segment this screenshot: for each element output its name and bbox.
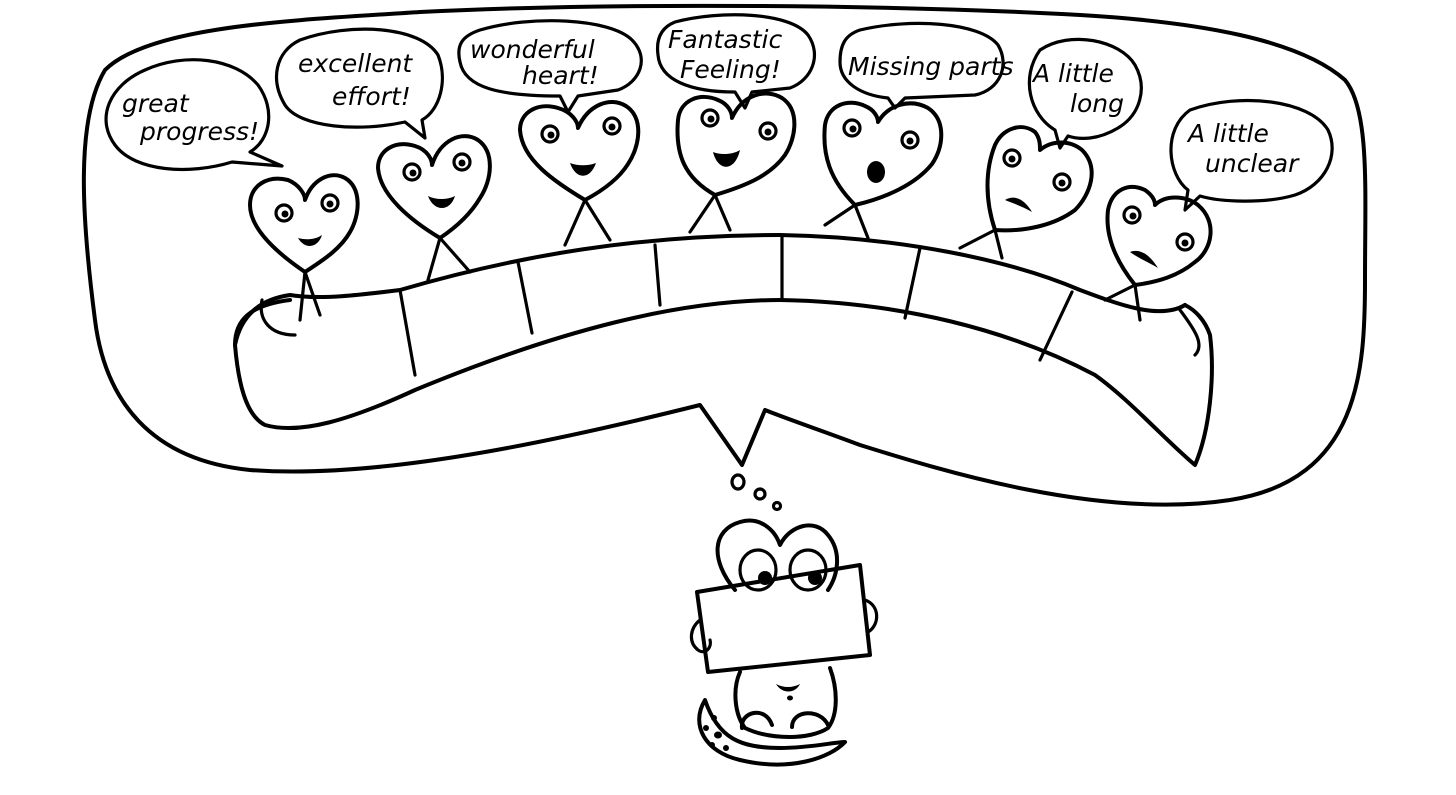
speech-bubble-6: A little long [1027,37,1143,150]
speech-1-line-1: great [122,89,190,118]
speech-6-line-2: long [1070,89,1124,118]
speech-3-line-1: wonderful [470,35,595,64]
speech-4-line-2: Feeling! [680,55,781,84]
speech-4-line-1: Fantastic [668,25,782,54]
heart-character-3 [518,100,641,247]
heart-character-2 [376,134,492,282]
speech-bubble-3: wonderful heart! [457,19,643,114]
speech-2-line-1: excellent [298,49,413,78]
speech-7-line-1: A little [1186,119,1269,148]
heart-character-6 [958,125,1094,260]
thought-cloud-outline [81,3,1368,507]
heart-character-7 [1103,184,1213,322]
tail-spots [703,715,729,751]
speech-bubble-5: Missing parts [838,21,1013,110]
speech-1-line-2: progress! [139,117,259,146]
speech-bubble-2: excellent effort! [275,27,444,140]
heart-character-1 [248,173,360,322]
paper-sheet [695,563,872,674]
speech-bubble-7: A little unclear [1169,98,1334,212]
speech-2-line-2: effort! [332,82,411,111]
heart-character-5 [822,100,944,240]
speech-7-line-2: unclear [1205,149,1300,178]
speech-6-line-1: A little [1031,59,1114,88]
heart-character-4 [675,91,797,234]
speech-5-line-1: Missing parts [848,52,1013,81]
heart-reader-icon [689,518,879,767]
thought-dots-icon [730,473,783,512]
speech-bubble-4: Fantastic Feeling! [655,13,817,110]
speech-3-line-2: heart! [522,61,599,90]
bench-icon [233,233,1214,467]
speech-bubble-1: great progress! [104,58,284,171]
